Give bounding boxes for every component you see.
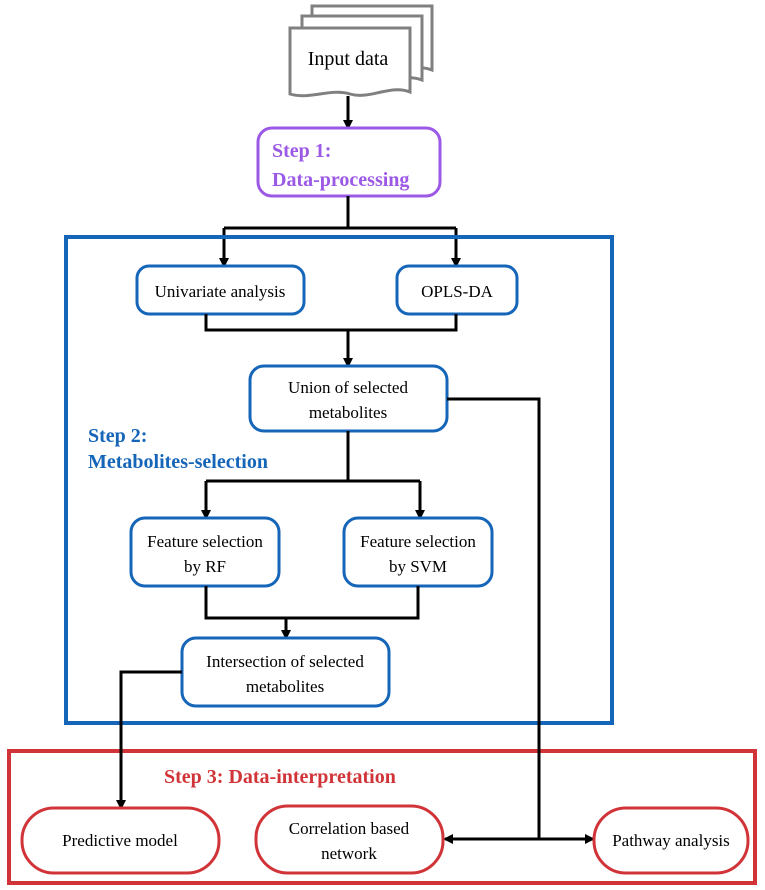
pathway-node: Pathway analysis [592, 806, 750, 875]
predictive-box [20, 806, 221, 875]
connector-univariate-down [204, 314, 458, 332]
correlation-label-line1: Correlation based [289, 819, 410, 838]
svm-label-line2: by SVM [389, 557, 447, 576]
union-node: Union of selected metabolites [248, 364, 449, 433]
correlation-label-line2: network [321, 844, 377, 863]
oplsda-node: OPLS-DA [395, 264, 519, 316]
union-label-line2: metabolites [309, 403, 387, 422]
input-data-node: Input data [288, 4, 434, 98]
step2-title: Step 2: [88, 425, 147, 447]
union-label-line1: Union of selected [288, 378, 408, 397]
document-sheet-front [288, 26, 412, 98]
univariate-node: Univariate analysis [135, 264, 306, 316]
oplsda-label: OPLS-DA [421, 282, 494, 301]
intersection-label-line2: metabolites [246, 677, 324, 696]
connector-intersection-predictive [116, 670, 182, 810]
step1-title: Step 1: [272, 140, 331, 162]
step2-subtitle: Metabolites-selection [88, 451, 268, 473]
connector-union-right [447, 397, 541, 839]
rf-node: Feature selection by RF [129, 516, 281, 588]
univariate-box [135, 264, 306, 316]
svm-label-line1: Feature selection [360, 532, 476, 551]
predictive-label: Predictive model [62, 831, 178, 850]
pathway-box [592, 806, 750, 875]
univariate-label: Univariate analysis [155, 282, 286, 301]
step2-container [64, 235, 614, 725]
svm-node: Feature selection by SVM [342, 516, 494, 588]
step3-container [7, 749, 757, 885]
step1-node: Step 1: Data-processing [256, 126, 442, 198]
correlation-node: Correlation based network [254, 804, 445, 875]
step1-subtitle: Data-processing [272, 169, 409, 191]
predictive-node: Predictive model [20, 806, 221, 875]
intersection-label-line1: Intersection of selected [206, 652, 364, 671]
intersection-node: Intersection of selected metabolites [180, 636, 391, 708]
step3-title: Step 3: Data-interpretation [164, 766, 396, 788]
correlation-box [254, 804, 445, 875]
rf-label-line1: Feature selection [147, 532, 263, 551]
connector-rf-svm-merge [204, 586, 420, 620]
input-data-label: Input data [308, 48, 389, 70]
rf-label-line2: by RF [184, 557, 226, 576]
pathway-label: Pathway analysis [612, 831, 730, 850]
